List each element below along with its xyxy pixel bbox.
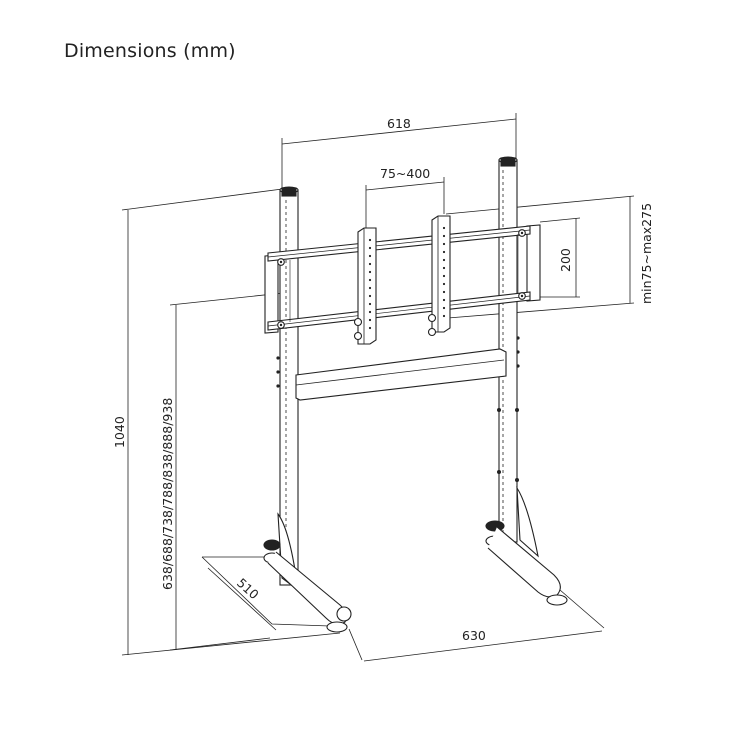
base-depth-dimension (207, 567, 277, 631)
dim-label-base-depth: 510 (234, 575, 262, 602)
dim-label-vesa-width: 75~400 (380, 166, 430, 181)
dim-label-base-width: 630 (462, 628, 486, 643)
upright-holes (276, 336, 520, 482)
dim-label-total-height: 1040 (112, 416, 127, 448)
vesa-bracket-left (353, 227, 377, 345)
height-dimension-1040 (121, 187, 341, 656)
cross-bar (295, 348, 507, 401)
vesa-dimension (365, 177, 445, 228)
width-dimension-618 (281, 113, 517, 190)
bracket-holes (368, 226, 446, 330)
dim-label-mount-heights: 638/688/738/788/838/888/938 (160, 398, 175, 590)
left-foot (263, 512, 352, 633)
floor-outline (201, 556, 605, 661)
dim-label-overall-width: 618 (387, 116, 411, 131)
mounting-frame (264, 224, 541, 334)
right-dimension-lines (445, 195, 635, 319)
dim-label-vesa-height: 200 (558, 248, 573, 272)
right-foot (485, 485, 568, 606)
vesa-bracket-right (427, 215, 451, 337)
dim-label-vertical-adjust: min75~max275 (639, 203, 654, 304)
diagram-title: Dimensions (mm) (64, 40, 236, 62)
height-dimension-mount (169, 292, 284, 651)
base-width-dimension (363, 630, 603, 662)
